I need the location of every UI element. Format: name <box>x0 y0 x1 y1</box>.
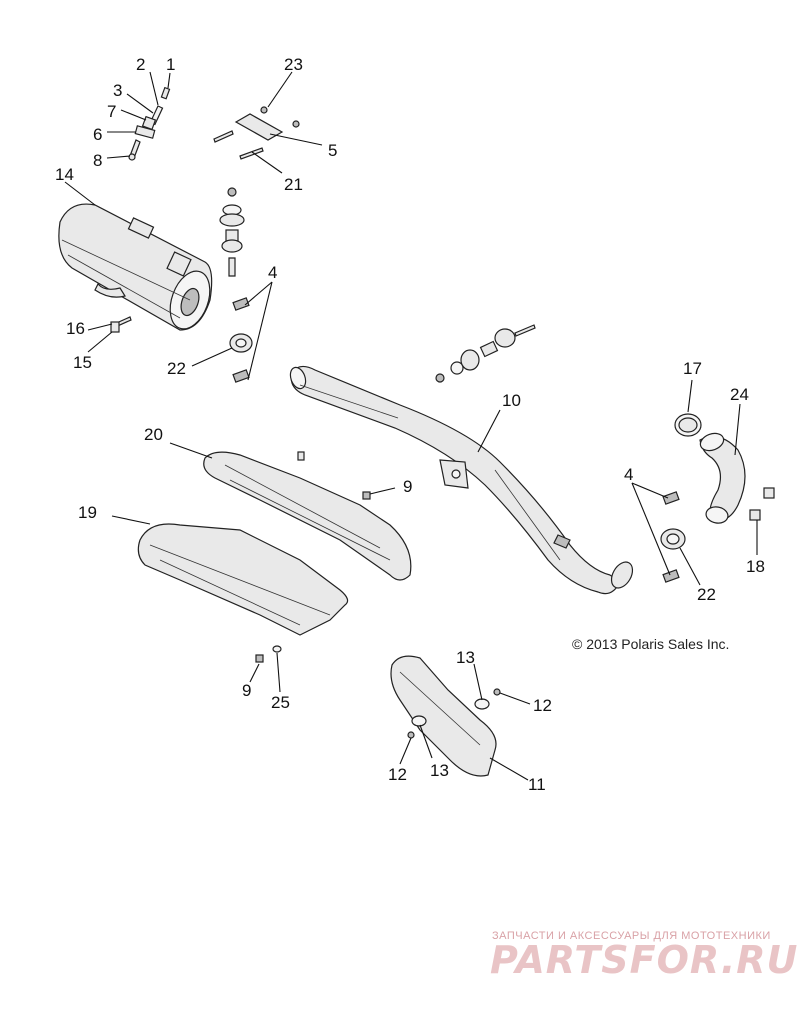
callout-12-lower: 12 <box>388 765 407 784</box>
callout-25: 25 <box>271 693 290 712</box>
callout-17: 17 <box>683 359 702 378</box>
callout-3: 3 <box>113 81 122 100</box>
heat-shield-lower[interactable] <box>137 523 349 636</box>
muffler-hardware-group[interactable] <box>128 86 171 161</box>
watermark-tagline: ЗАПЧАСТИ И АКСЕССУАРЫ ДЛЯ МОТОТЕХНИКИ <box>492 930 771 942</box>
callout-15: 15 <box>73 353 92 372</box>
pin-hardware[interactable] <box>110 316 132 333</box>
callout-1: 1 <box>166 55 175 74</box>
callout-12-right: 12 <box>533 696 552 715</box>
callout-20: 20 <box>144 425 163 444</box>
callout-18: 18 <box>746 557 765 576</box>
heat-shield-upper[interactable] <box>203 451 412 581</box>
head-pipe-part[interactable] <box>288 365 637 595</box>
callout-22-left: 22 <box>167 359 186 378</box>
spring-and-gasket-right[interactable] <box>660 491 686 583</box>
isolator-mount-stack[interactable] <box>219 187 245 277</box>
callout-10: 10 <box>502 391 521 410</box>
heat-shield-rear[interactable] <box>390 655 497 777</box>
callout-24: 24 <box>730 385 749 404</box>
mount-bracket-part[interactable] <box>213 106 300 160</box>
callout-11: 11 <box>528 775 546 794</box>
callout-22-right: 22 <box>697 585 716 604</box>
muffler-part[interactable] <box>58 203 217 334</box>
callout-19: 19 <box>78 503 97 522</box>
callout-9-lower: 9 <box>242 681 251 700</box>
pipe-mount-hardware[interactable] <box>435 324 536 383</box>
callout-6: 6 <box>93 125 102 144</box>
callout-13-upper: 13 <box>456 648 475 667</box>
callout-14: 14 <box>55 165 74 184</box>
spring-and-gasket-left[interactable] <box>229 297 253 383</box>
copyright-notice: © 2013 Polaris Sales Inc. <box>572 636 730 652</box>
callout-9-upper: 9 <box>403 477 412 496</box>
callout-8: 8 <box>93 151 102 170</box>
callout-13-lower: 13 <box>430 761 449 780</box>
callout-7: 7 <box>107 102 116 121</box>
callout-4-left: 4 <box>268 263 277 282</box>
callout-16: 16 <box>66 319 85 338</box>
callout-5: 5 <box>328 141 337 160</box>
callout-labels: 1 2 3 7 6 8 23 5 21 14 4 16 15 22 20 10 … <box>55 55 765 794</box>
exhaust-elbow-part[interactable] <box>674 413 775 525</box>
watermark-logo: PARTSFOR.RU <box>490 938 799 982</box>
callout-4-right: 4 <box>624 465 633 484</box>
callout-23: 23 <box>284 55 303 74</box>
callout-21: 21 <box>284 175 303 194</box>
small-fasteners[interactable] <box>255 491 501 739</box>
callout-2: 2 <box>136 55 145 74</box>
leader-lines <box>64 71 758 781</box>
